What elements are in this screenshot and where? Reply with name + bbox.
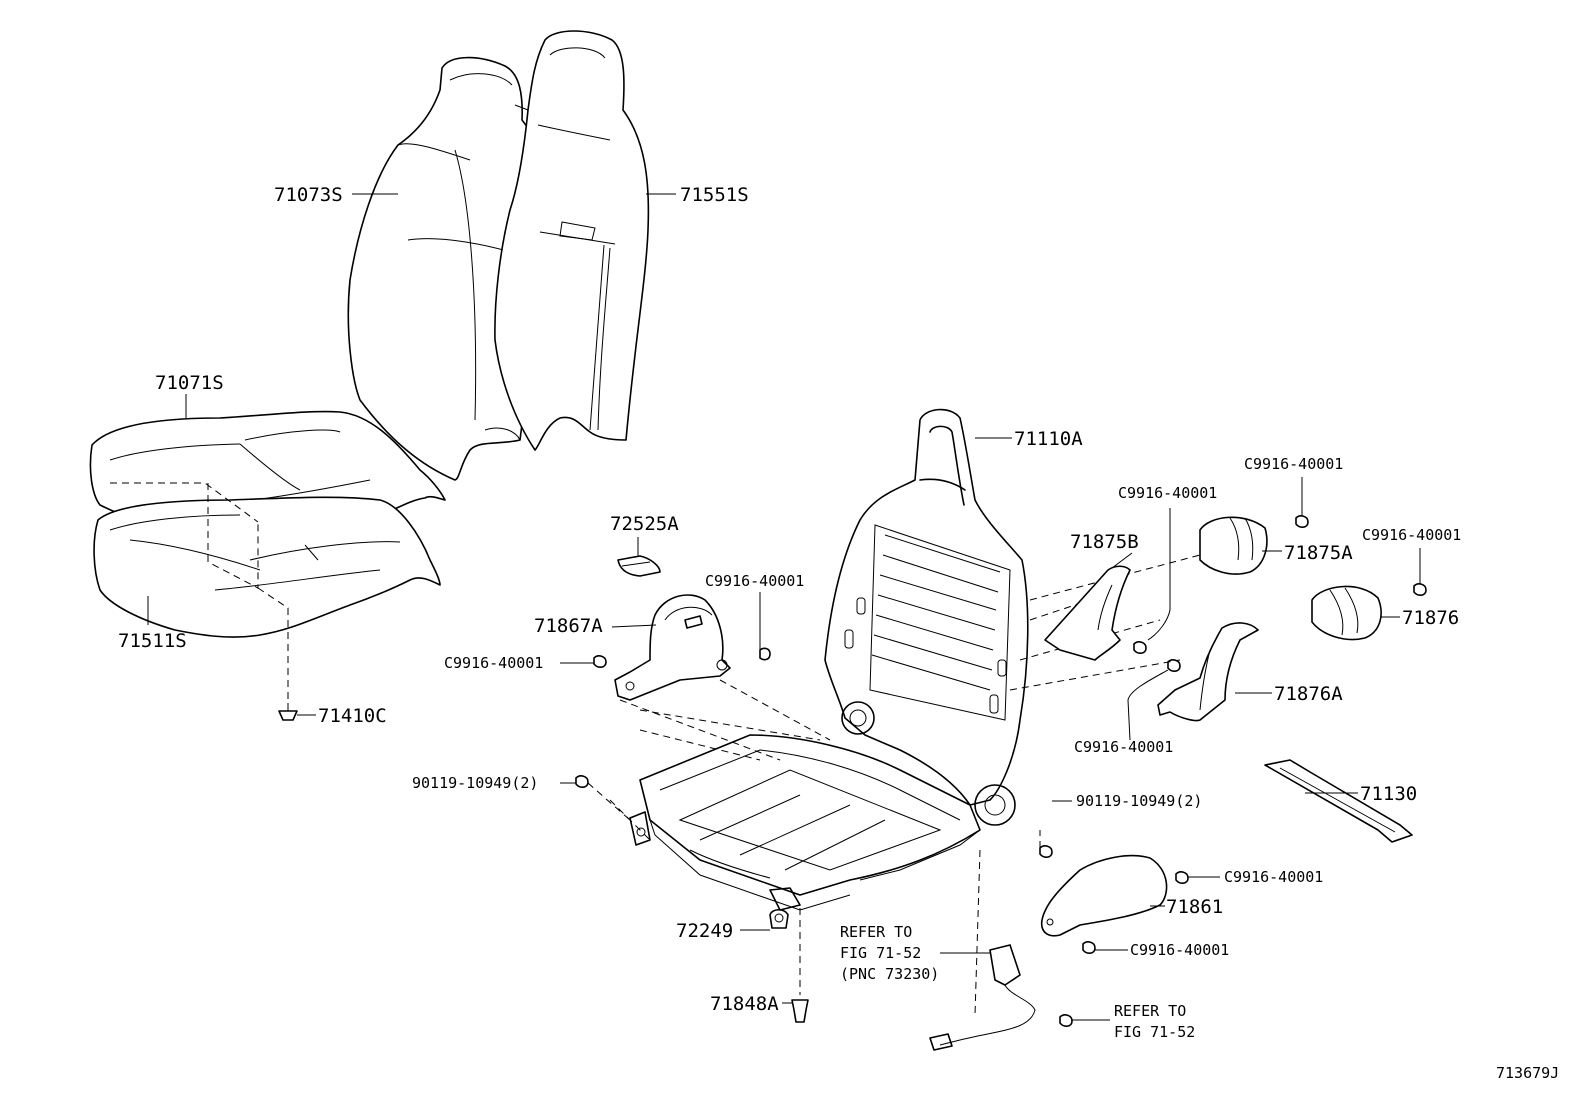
clip-71410c[interactable] — [278, 703, 298, 721]
hook-72249[interactable] — [769, 908, 789, 929]
label-71875a[interactable]: 71875A — [1284, 542, 1353, 564]
ref1-line1: REFER TO — [840, 923, 912, 941]
seatback-cover-71073s[interactable] — [347, 56, 548, 481]
label-c9916-c[interactable]: C9916-40001 — [1118, 484, 1217, 502]
label-71110a[interactable]: 71110A — [1014, 428, 1083, 450]
ref1-line3: (PNC 73230) — [840, 965, 939, 983]
label-71073s[interactable]: 71073S — [274, 184, 343, 206]
rail-71130[interactable] — [1264, 759, 1413, 843]
figure-id: 713679J — [1496, 1064, 1559, 1082]
label-90119-a[interactable]: 90119-10949(2) — [412, 774, 538, 792]
label-71875b[interactable]: 71875B — [1070, 531, 1139, 553]
seatback-pad-71551s[interactable] — [494, 30, 650, 451]
label-71511s[interactable]: 71511S — [118, 630, 187, 652]
label-c9916-a[interactable]: C9916-40001 — [705, 572, 804, 590]
label-c9916-d[interactable]: C9916-40001 — [1244, 455, 1343, 473]
label-71130[interactable]: 71130 — [1360, 783, 1417, 805]
label-71071s[interactable]: 71071S — [155, 372, 224, 394]
label-71848a[interactable]: 71848A — [710, 993, 779, 1015]
label-c9916-f[interactable]: C9916-40001 — [1074, 738, 1173, 756]
screw-icon — [575, 515, 1427, 1027]
pin-71848a[interactable] — [791, 999, 809, 1023]
label-c9916-h[interactable]: C9916-40001 — [1130, 941, 1229, 959]
ref1-line2: FIG 71-52 — [840, 944, 921, 962]
bracket-71875b[interactable] — [1044, 565, 1131, 661]
label-71410c[interactable]: 71410C — [318, 705, 387, 727]
bracket-71876a[interactable] — [1157, 622, 1259, 722]
label-71551s[interactable]: 71551S — [680, 184, 749, 206]
ref2-line2: FIG 71-52 — [1114, 1023, 1195, 1041]
label-72249[interactable]: 72249 — [676, 920, 733, 942]
cover-71875a[interactable] — [1199, 516, 1268, 575]
label-c9916-b[interactable]: C9916-40001 — [444, 654, 543, 672]
cover-71861[interactable] — [1040, 854, 1168, 937]
cover-71867a[interactable] — [614, 594, 731, 701]
ref2-line1: REFER TO — [1114, 1002, 1186, 1020]
seat-cushion-pad-71511s[interactable] — [93, 496, 441, 638]
label-71861[interactable]: 71861 — [1166, 896, 1223, 918]
label-71876a[interactable]: 71876A — [1274, 683, 1343, 705]
cover-71876[interactable] — [1311, 585, 1382, 641]
label-71867a[interactable]: 71867A — [534, 615, 603, 637]
label-71876[interactable]: 71876 — [1402, 607, 1459, 629]
leader-lines — [147, 193, 1421, 1021]
buckle-assembly[interactable] — [929, 944, 1036, 1051]
seat-frame-71110a[interactable] — [629, 408, 1029, 911]
label-90119-b[interactable]: 90119-10949(2) — [1076, 792, 1202, 810]
label-c9916-g[interactable]: C9916-40001 — [1224, 868, 1323, 886]
label-72525a[interactable]: 72525A — [610, 513, 679, 535]
cap-72525a[interactable] — [617, 555, 661, 577]
label-c9916-e[interactable]: C9916-40001 — [1362, 526, 1461, 544]
